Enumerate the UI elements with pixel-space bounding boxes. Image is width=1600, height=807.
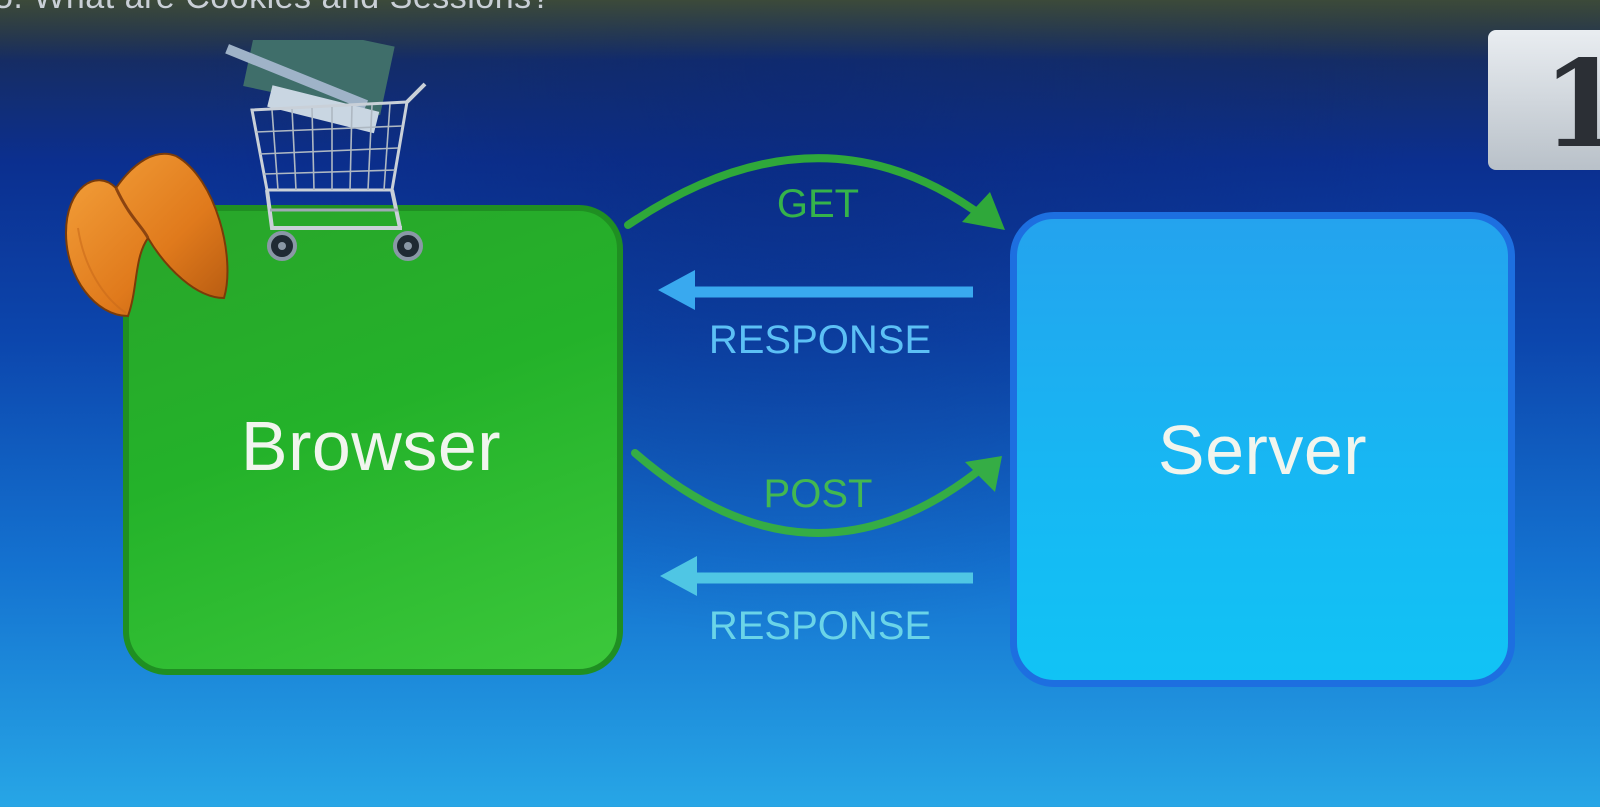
- response-label-1: RESPONSE: [708, 318, 932, 362]
- slide-number: 1: [1542, 34, 1600, 170]
- server-node: Server: [1010, 212, 1515, 687]
- post-label: POST: [763, 472, 873, 516]
- get-arrow: [624, 154, 989, 229]
- browser-label: Browser: [240, 407, 502, 485]
- server-label: Server: [1157, 410, 1368, 489]
- fortune-cookie-icon: [64, 152, 229, 318]
- slide-title: 5. What are Cookies and Sessions?: [0, 0, 551, 17]
- post-arrow: [631, 449, 986, 537]
- browser-node: Browser: [123, 205, 623, 675]
- shopping-cart-icon: [225, 40, 427, 261]
- get-label: GET: [776, 182, 860, 226]
- get-arrowhead: [962, 192, 1005, 230]
- response-arrowhead-1: [658, 270, 695, 310]
- post-arrowhead: [965, 456, 1002, 492]
- response-label-2: RESPONSE: [708, 604, 932, 648]
- response-arrowhead-2: [660, 556, 697, 596]
- slide-number-badge: 1: [1488, 30, 1600, 170]
